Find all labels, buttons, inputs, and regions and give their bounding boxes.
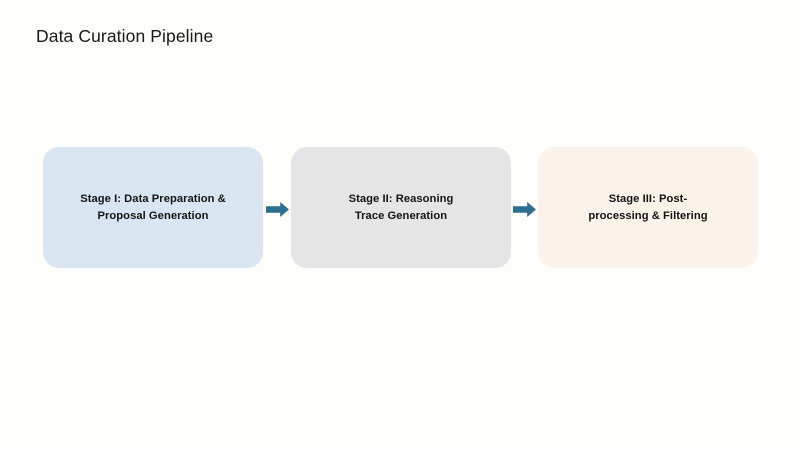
stage-box-3[interactable]: Stage III: Post- processing & Filtering xyxy=(538,147,758,268)
stage-box-1[interactable]: Stage I: Data Preparation & Proposal Gen… xyxy=(43,147,263,268)
stage-box-3-label: Stage III: Post- processing & Filtering xyxy=(588,193,708,222)
stage-box-2-label: Stage II: Reasoning Trace Generation xyxy=(348,193,454,222)
stage-box-2[interactable]: Stage II: Reasoning Trace Generation xyxy=(291,147,511,268)
page-title: Data Curation Pipeline xyxy=(36,26,214,46)
stage-box-1-label: Stage I: Data Preparation & Proposal Gen… xyxy=(80,193,226,222)
pipeline-flow: Stage I: Data Preparation & Proposal Gen… xyxy=(43,147,758,268)
arrow-right-icon xyxy=(266,202,289,217)
arrow-right-icon xyxy=(513,202,536,217)
